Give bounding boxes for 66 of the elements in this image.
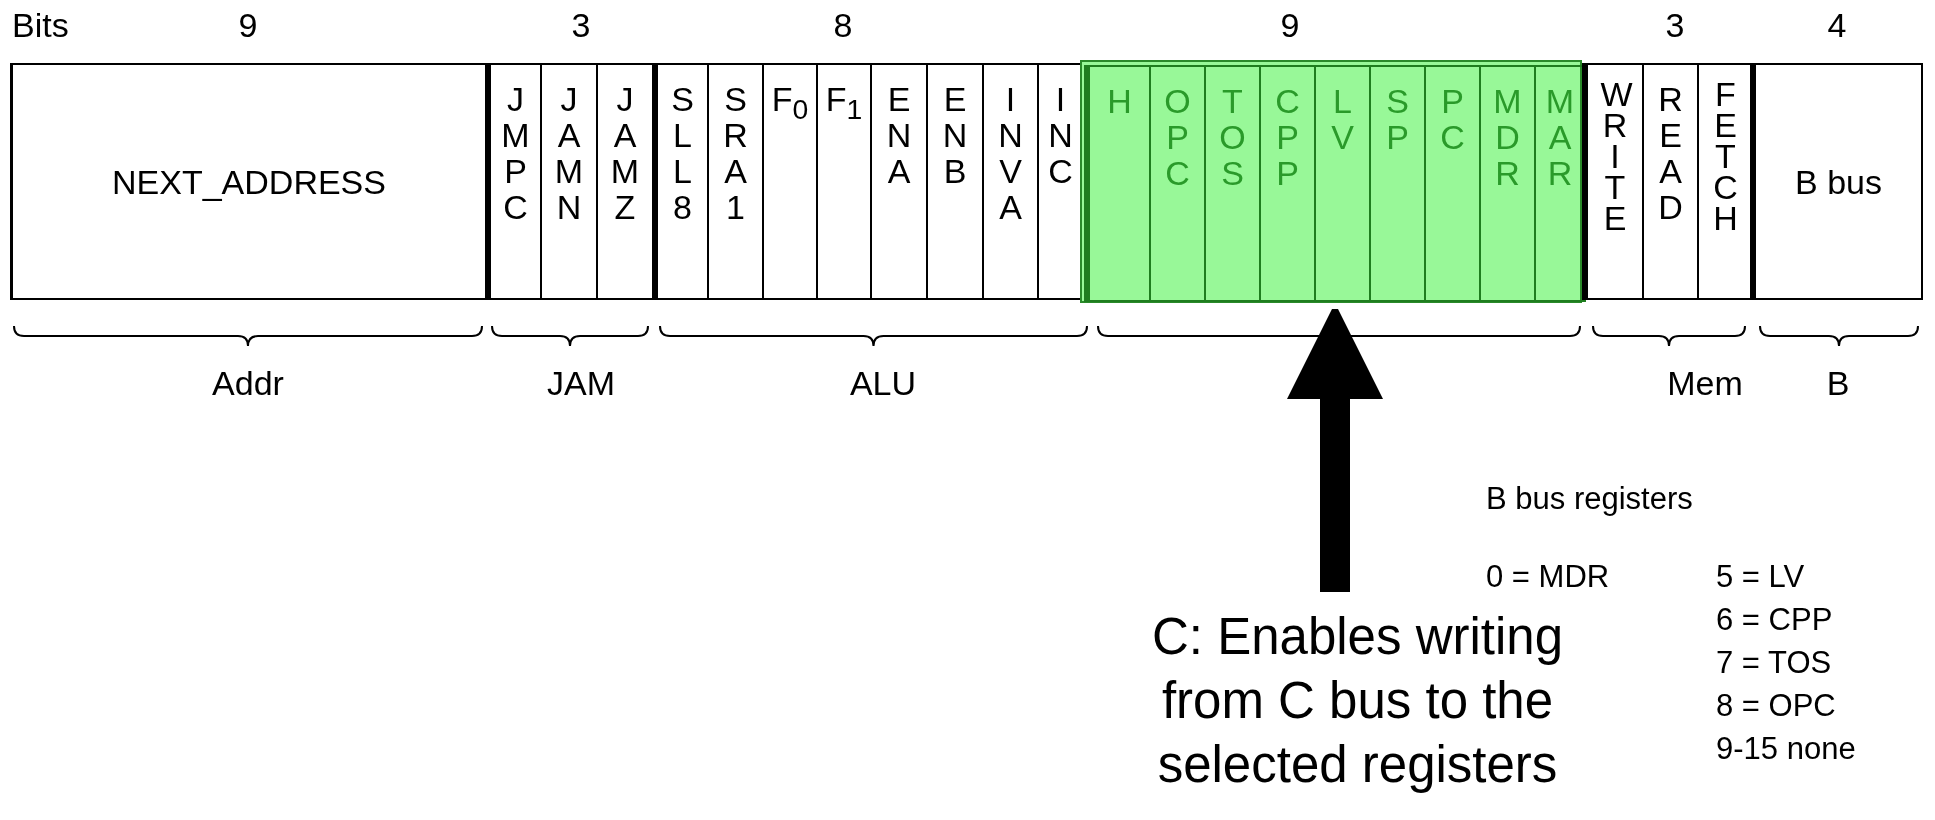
- field-cell: [1314, 65, 1371, 302]
- field-cell: [816, 63, 872, 300]
- register-code: 9-15 none: [1716, 733, 1856, 764]
- field-name: JMPC: [500, 81, 531, 228]
- field-name: F$_{0}$: [771, 81, 809, 117]
- field-cell: [1479, 65, 1536, 302]
- field-cell: [762, 63, 818, 300]
- field-cell: [926, 63, 984, 300]
- field-name: H: [1106, 83, 1133, 122]
- bit-count: 3: [571, 8, 591, 42]
- field-name: OPC: [1163, 83, 1192, 194]
- field-name: INVA: [997, 81, 1024, 228]
- field-cell: [485, 63, 542, 300]
- field-cell: [1369, 65, 1426, 302]
- field-cell: [652, 63, 709, 300]
- field-name: JAMN: [554, 81, 584, 228]
- register-code: 0 = MDR: [1486, 561, 1610, 592]
- field-cell: [1750, 63, 1923, 300]
- field-name: SLL8: [670, 81, 695, 228]
- field-name: MAR: [1545, 83, 1575, 194]
- bit-count: 9: [1280, 8, 1300, 42]
- group-label: JAM: [547, 366, 615, 400]
- field-cell: [540, 63, 598, 300]
- field-name: F$_{1}$: [825, 81, 863, 117]
- group-label: B: [1826, 366, 1850, 400]
- field-name: MDR: [1492, 83, 1523, 194]
- bit-count: 4: [1827, 8, 1847, 42]
- bit-count: 3: [1665, 8, 1685, 42]
- field-name: SRA1: [722, 81, 749, 228]
- bit-count: 9: [238, 8, 258, 42]
- list-heading: B bus registers: [1486, 483, 1693, 514]
- field-name: PC: [1439, 83, 1466, 158]
- field-cell: [1259, 65, 1316, 302]
- field-cell: [1204, 65, 1261, 302]
- caption-text: C: Enables writing from C bus to the selected registers: [1151, 607, 1564, 795]
- field-cell: [982, 63, 1039, 300]
- group-label: ALU: [849, 366, 917, 400]
- field-cell: [707, 63, 764, 300]
- register-code: 8 = OPC: [1716, 690, 1836, 721]
- field-cell: [1642, 63, 1699, 300]
- field-name: INC: [1047, 81, 1074, 192]
- register-code: 6 = CPP: [1716, 604, 1833, 635]
- field-cell: [870, 63, 928, 300]
- field-name: JAMZ: [610, 81, 640, 228]
- field-name: TOS: [1218, 83, 1247, 194]
- field-name: CPP: [1274, 83, 1301, 194]
- field-name: NEXT_ADDRESS: [112, 162, 386, 201]
- field-cell: [1084, 65, 1151, 302]
- field-name: B bus: [1795, 162, 1882, 201]
- group-label: Addr: [212, 366, 284, 400]
- field-cell: [1149, 65, 1206, 302]
- field-name: FETCH: [1712, 79, 1739, 239]
- field-cell: [1424, 65, 1481, 302]
- register-code: 5 = LV: [1716, 561, 1805, 592]
- field-name: ENB: [941, 81, 969, 192]
- field-cell: [10, 63, 487, 300]
- field-name: ENA: [885, 81, 913, 192]
- bit-label: Bits: [12, 8, 69, 42]
- field-cell: [1582, 63, 1644, 300]
- group-label: Mem: [1667, 366, 1743, 400]
- register-code: 7 = TOS: [1716, 647, 1832, 678]
- field-name: LV: [1330, 83, 1355, 158]
- field-cell: [596, 63, 654, 300]
- field-name: READ: [1657, 81, 1684, 228]
- field-name: SP: [1385, 83, 1410, 158]
- bit-count: 8: [833, 8, 853, 42]
